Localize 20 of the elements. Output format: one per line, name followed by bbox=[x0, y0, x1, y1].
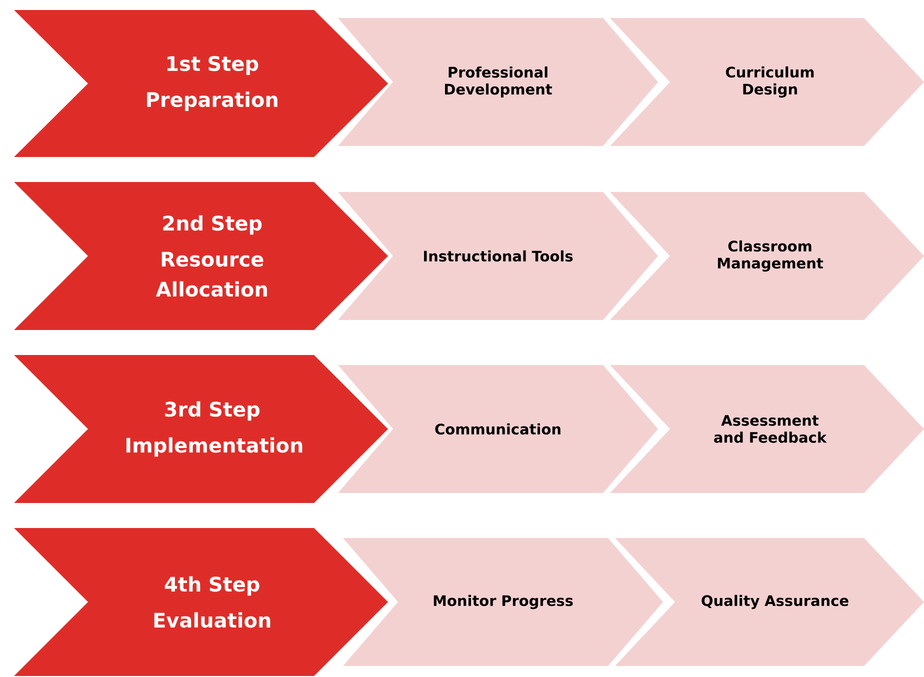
node-label: Professional Development bbox=[445, 66, 552, 98]
task-box: Instructional Tools bbox=[338, 192, 658, 320]
task-box: Communication bbox=[338, 365, 658, 493]
node-label: Monitor Progress bbox=[434, 594, 573, 610]
task-box: Quality Assurance bbox=[615, 538, 924, 666]
task-box: Monitor Progress bbox=[343, 538, 663, 666]
step-box: 1st Step Preparation bbox=[14, 10, 388, 157]
task-box: Professional Development bbox=[338, 18, 658, 146]
node-label: Communication bbox=[435, 423, 560, 435]
node-label: Classroom Management bbox=[718, 240, 824, 272]
node-label: Assessment and Feedback bbox=[714, 415, 827, 443]
node-label: Quality Assurance bbox=[702, 594, 848, 610]
step-box: 2nd Step Resource Allocation bbox=[14, 182, 388, 330]
task-box: Assessment and Feedback bbox=[610, 365, 924, 493]
step-box: 3rd Step Implementation bbox=[14, 354, 388, 503]
node-label: Curriculum Design bbox=[726, 66, 814, 98]
node-label: Instructional Tools bbox=[424, 250, 573, 262]
task-box: Curriculum Design bbox=[610, 18, 924, 146]
task-box: Classroom Management bbox=[610, 192, 924, 320]
step-box: 4th Step Evaluation bbox=[14, 528, 388, 676]
